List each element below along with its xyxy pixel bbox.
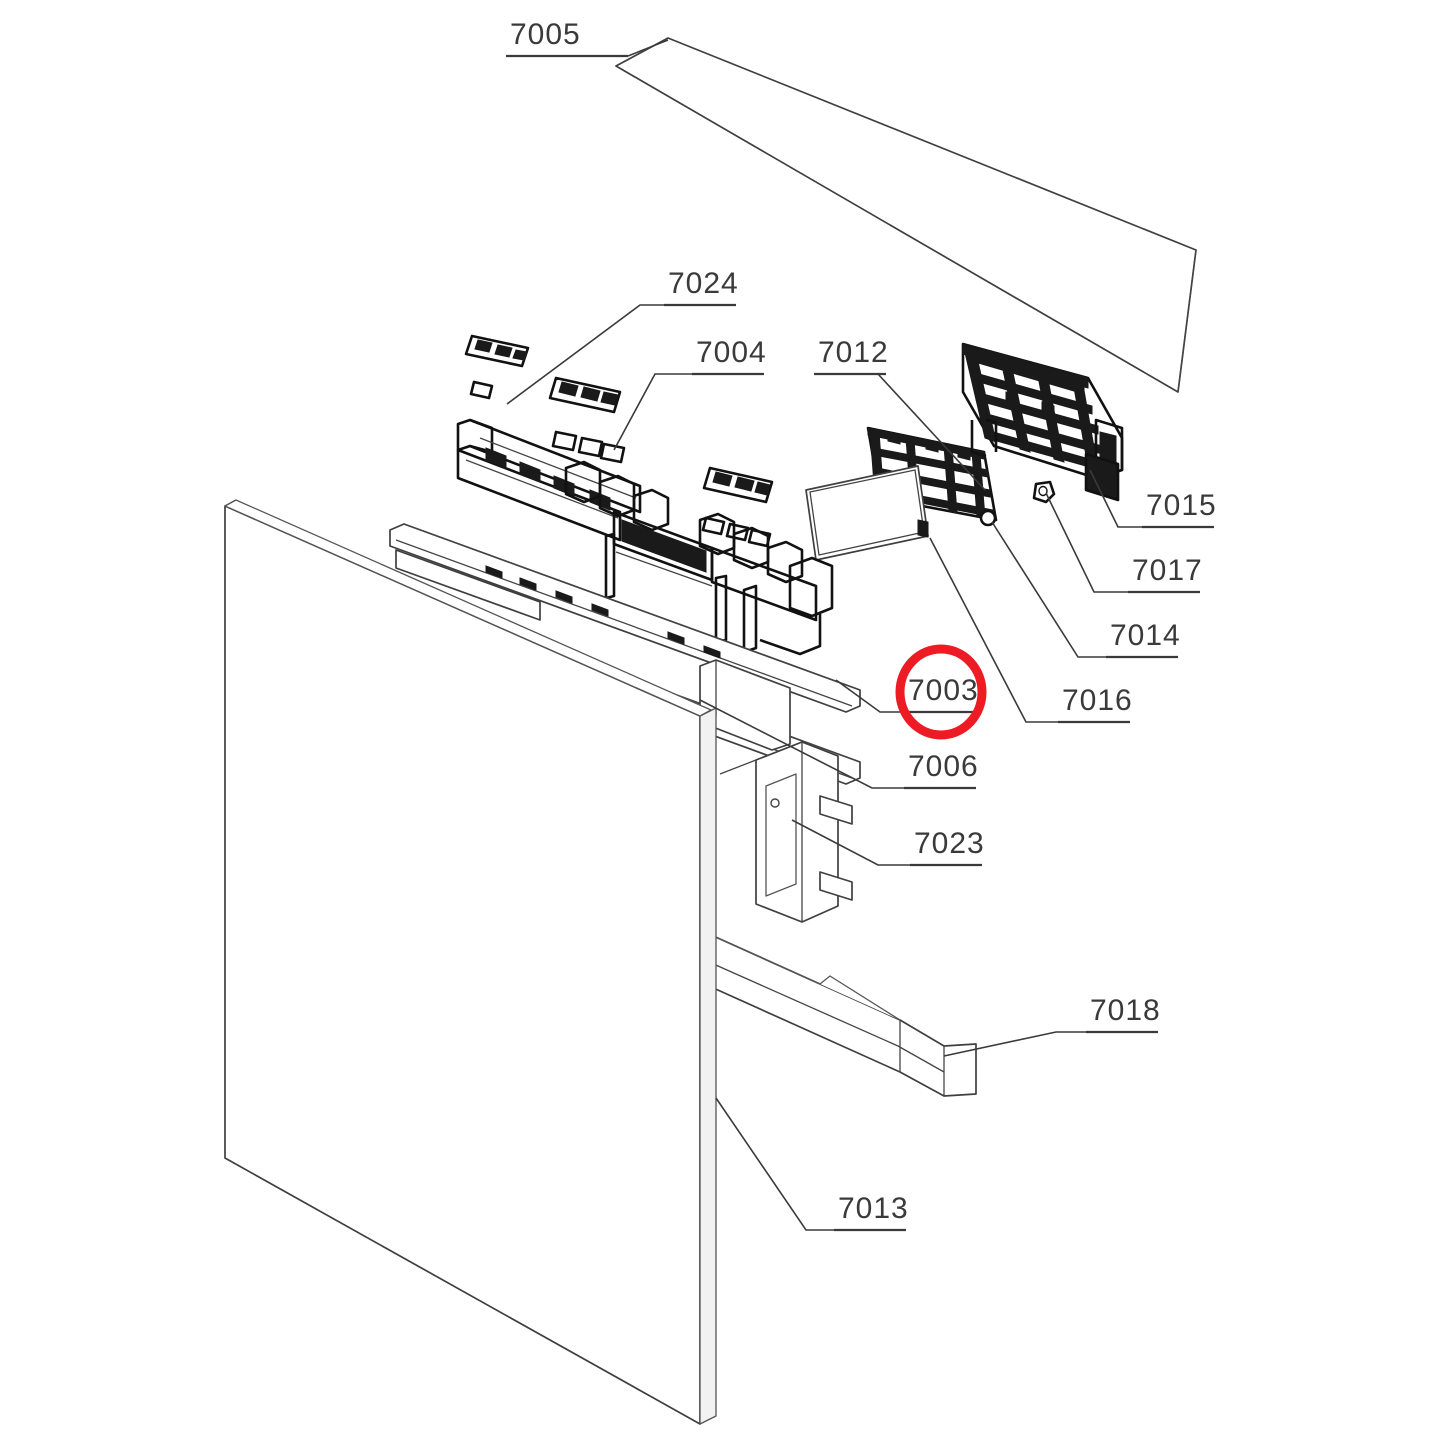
part-7018-base-kick-plate (699, 929, 977, 1097)
callout-label-7023[interactable]: 7023 (914, 827, 985, 860)
part-7023-door-hinge-bracket (719, 741, 853, 923)
leader-line-7018 (943, 1031, 1086, 1057)
callout-label-7014[interactable]: 7014 (1110, 619, 1181, 652)
callout-label-7024[interactable]: 7024 (668, 267, 739, 300)
part-7003-control-panel-assembly (456, 418, 834, 656)
part-7024-button-cap-set (464, 334, 626, 464)
highlight-circle-7003 (895, 644, 987, 740)
callout-label-7017[interactable]: 7017 (1132, 554, 1203, 587)
part-7004-button-cap (701, 466, 774, 548)
callout-label-7013[interactable]: 7013 (838, 1192, 909, 1225)
leader-line-7014 (991, 521, 1106, 658)
callout-label-7006[interactable]: 7006 (908, 750, 979, 783)
part-7012-bracket-clip (970, 418, 998, 458)
part-7016-panel-facia (805, 465, 929, 561)
part-7017-grommet (1032, 480, 1056, 504)
leader-line-7006 (699, 699, 904, 789)
leader-line-7024 (506, 304, 664, 405)
callout-leaders (506, 39, 1214, 1232)
callout-label-7004[interactable]: 7004 (696, 336, 767, 369)
callout-labels: 7005 7024 7004 7012 7015 7017 7014 7016 7003 7006… (510, 18, 1217, 1225)
callout-label-7012[interactable]: 7012 (818, 336, 889, 369)
callout-label-7005[interactable]: 7005 (510, 18, 581, 51)
leader-line-7005 (627, 39, 669, 57)
callout-label-7016[interactable]: 7016 (1062, 684, 1133, 717)
leader-line-7003 (835, 679, 904, 713)
leader-line-7013 (715, 1097, 834, 1231)
leader-line-7016 (929, 537, 1058, 723)
callout-label-7003[interactable]: 7003 (908, 674, 979, 707)
leader-line-7017 (1045, 492, 1128, 593)
leader-line-7023 (791, 819, 910, 866)
leader-line-7004 (613, 373, 692, 451)
leader-line-7015 (1089, 469, 1142, 528)
callout-label-7015[interactable]: 7015 (1146, 489, 1217, 522)
part-7013-outer-door-panel (224, 499, 717, 1425)
part-7015-electronics-housing (961, 342, 1124, 502)
callout-label-7018[interactable]: 7018 (1090, 994, 1161, 1027)
